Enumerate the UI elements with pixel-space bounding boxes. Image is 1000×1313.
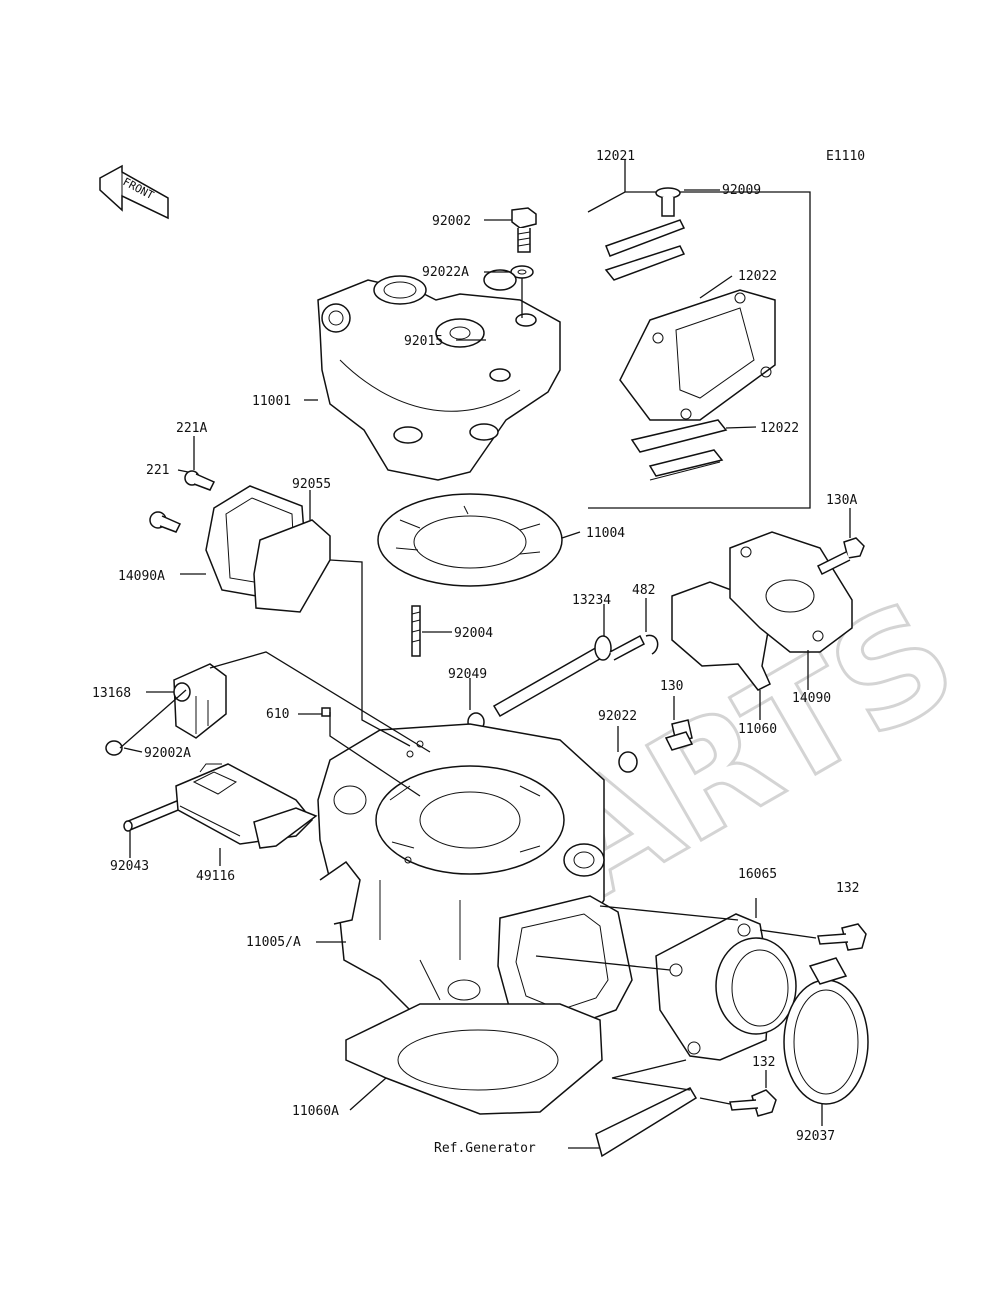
label-610: 610	[266, 707, 289, 722]
manifold-16065	[655, 913, 797, 1061]
label-92049: 92049	[448, 667, 487, 682]
label-13168: 13168	[92, 686, 131, 701]
label-14090: 14090	[792, 691, 831, 706]
label-14090A: 14090A	[118, 569, 165, 584]
valve-49116	[175, 763, 318, 849]
label-92037: 92037	[796, 1129, 835, 1144]
leader-lines	[119, 160, 851, 1149]
label-482: 482	[632, 583, 655, 598]
label-16065: 16065	[738, 867, 777, 882]
label-130: 130	[660, 679, 683, 694]
label-11001: 11001	[252, 394, 291, 409]
gasket-11060A	[345, 1003, 603, 1115]
bolt-221	[184, 470, 216, 491]
stud-92004	[411, 605, 421, 657]
bolt-130A	[816, 537, 865, 576]
cover-14090	[729, 531, 853, 653]
label-13234: 13234	[572, 593, 611, 608]
head-gasket-11004	[377, 493, 563, 587]
label-49116: 49116	[196, 869, 235, 884]
part-labels: 12021 92009 92002 92022A 12022 92015 110…	[92, 149, 859, 1156]
label-92002A: 92002A	[144, 746, 191, 761]
ref-generator-strap	[595, 1087, 698, 1158]
pin-610	[321, 707, 331, 717]
label-12022-lower: 12022	[760, 421, 799, 436]
label-11060A: 11060A	[292, 1104, 339, 1119]
label-92022: 92022	[598, 709, 637, 724]
intake-flange	[497, 895, 633, 1029]
bolt-92002	[511, 207, 537, 253]
label-92009: 92009	[722, 183, 761, 198]
label-12022-upper: 12022	[738, 269, 777, 284]
washer-92022	[618, 751, 638, 773]
label-11060: 11060	[738, 722, 777, 737]
bolt-92002A	[105, 740, 123, 756]
label-92022A: 92022A	[422, 265, 469, 280]
clamp-92037	[783, 957, 869, 1105]
shaft-13234	[492, 634, 645, 718]
label-92043: 92043	[110, 859, 149, 874]
label-132-upper: 132	[836, 881, 859, 896]
bolt-130	[664, 719, 694, 751]
label-ref-generator: Ref.Generator	[434, 1141, 536, 1156]
label-221: 221	[146, 463, 169, 478]
figure-code: E1110	[826, 149, 865, 164]
bracket-13168	[173, 663, 227, 739]
label-132-lower: 132	[752, 1055, 775, 1070]
label-92002: 92002	[432, 214, 471, 229]
label-92004: 92004	[454, 626, 493, 641]
label-11005A: 11005/A	[246, 935, 301, 950]
front-arrow-icon: FRONT	[99, 164, 169, 220]
bolt-132-lower	[729, 1089, 777, 1117]
label-11004: 11004	[586, 526, 625, 541]
gasket-92055	[253, 519, 331, 613]
label-92055: 92055	[292, 477, 331, 492]
reed-valve-assembly	[587, 187, 811, 509]
label-12021: 12021	[596, 149, 635, 164]
label-221A: 221A	[176, 421, 207, 436]
bolt-132-upper	[817, 923, 867, 951]
cylinder-head-11001	[317, 269, 561, 481]
label-130A: 130A	[826, 493, 857, 508]
label-92015: 92015	[404, 334, 443, 349]
bolt-14090A-screw	[149, 511, 182, 533]
clip-482	[645, 634, 659, 655]
